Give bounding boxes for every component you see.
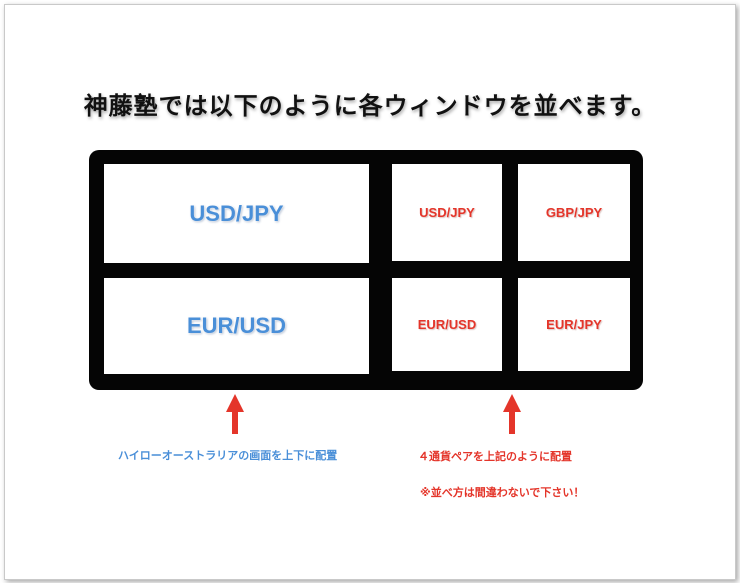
pane-large-top: USD/JPY <box>104 164 369 263</box>
pane-small-top-left-label: USD/JPY <box>419 205 475 220</box>
page-title: 神藤塾では以下のように各ウィンドウを並べます。 <box>83 92 657 120</box>
pane-large-bottom: EUR/USD <box>104 278 369 374</box>
pane-large-bottom-label: EUR/USD <box>186 313 286 338</box>
window-layout-diagram: USD/JPY EUR/USD USD/JPY GBP/JPY EUR/USD … <box>89 150 643 390</box>
pane-small-top-left: USD/JPY <box>392 164 502 261</box>
note-left: ハイローオーストラリアの画面を上下に配置 <box>118 449 338 462</box>
pane-small-bottom-right: EUR/JPY <box>518 278 630 371</box>
pane-small-top-right-label: GBP/JPY <box>545 205 603 220</box>
pane-small-bottom-left: EUR/USD <box>392 278 502 371</box>
pane-small-bottom-left-label: EUR/USD <box>417 317 477 332</box>
arrow-up-icon <box>503 394 521 434</box>
note-caution: ※並べ方は間違わないで下さい！ <box>420 486 585 499</box>
pane-small-top-right: GBP/JPY <box>518 164 630 261</box>
arrow-up-icon <box>226 394 244 434</box>
pane-small-bottom-right-label: EUR/JPY <box>546 317 602 332</box>
note-right: ４通貨ペアを上記のように配置 <box>418 450 572 463</box>
pane-large-top-label: USD/JPY <box>189 200 284 226</box>
